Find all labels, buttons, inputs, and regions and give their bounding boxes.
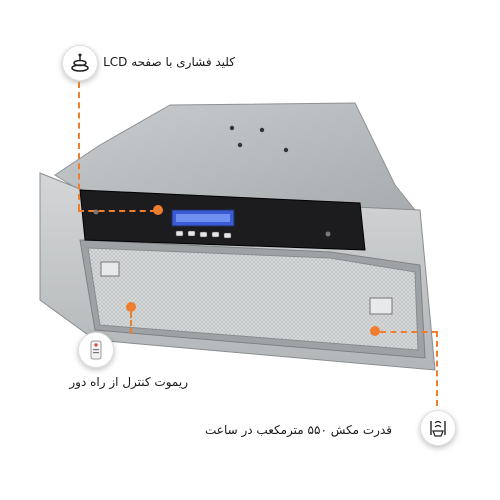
suction-marker xyxy=(370,326,380,336)
lcd-keypad-leader-h xyxy=(78,210,156,212)
suction-label: قدرت مکش ۵۵۰ مترمکعب در ساعت xyxy=(205,423,392,437)
remote-marker xyxy=(126,302,136,312)
remote-leader xyxy=(130,312,132,334)
airflow-fan-icon xyxy=(430,420,446,437)
lcd-keypad-label: کلید فشاری با صفحه LCD xyxy=(103,55,235,69)
remote-control-icon xyxy=(90,340,102,360)
lcd-keypad-leader xyxy=(78,82,80,210)
remote-label: ریموت کنترل از راه دور xyxy=(69,375,188,389)
remote-icon-badge xyxy=(78,332,114,368)
suction-icon-badge xyxy=(420,410,456,446)
lcd-keypad-marker xyxy=(153,205,163,215)
lcd-keypad-icon-badge xyxy=(62,45,98,81)
cake-layers-icon xyxy=(71,53,89,72)
suction-leader-h xyxy=(380,331,438,333)
suction-leader-v xyxy=(436,331,438,406)
